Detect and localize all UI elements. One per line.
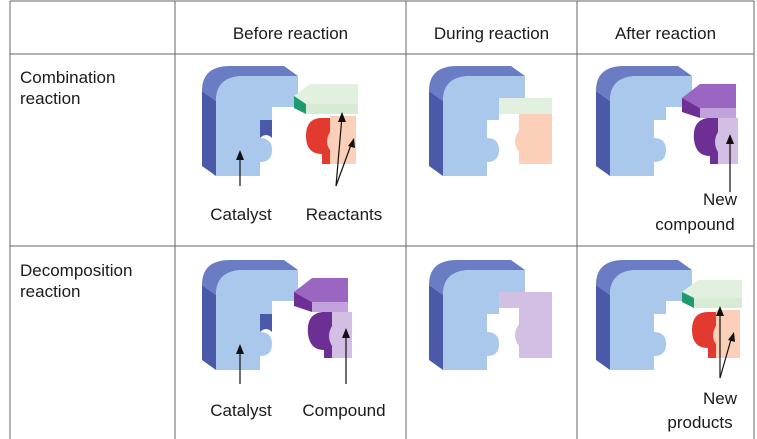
catalyst-shape — [202, 66, 298, 176]
product-arrowhead-2 — [728, 332, 735, 342]
combination-before-illustration — [202, 66, 358, 187]
reactant-arrowhead-2 — [348, 138, 355, 148]
new-products-label-line1: New — [702, 389, 737, 408]
product-arrowhead-1 — [716, 306, 724, 316]
new-compound-label-line2: compound — [655, 215, 735, 234]
reactant-red-shape — [306, 116, 356, 164]
row-label-combination-line1: Combination — [20, 68, 116, 87]
row-label-decomposition: Decomposition reaction — [20, 260, 170, 302]
row-label-decomposition-line1: Decomposition — [20, 261, 133, 280]
catalyst-arrowhead-2 — [236, 344, 244, 354]
header-during-reaction: During reaction — [433, 24, 550, 43]
reactant-arrowhead-1 — [338, 112, 346, 122]
product-green-shape — [682, 280, 742, 308]
reactant-green-shape — [294, 84, 358, 114]
header-before-reaction: Before reaction — [232, 24, 349, 43]
catalyst-label-decomposition: Catalyst — [210, 401, 272, 420]
new-products-label-line2: products — [667, 413, 733, 432]
catalyst-arrowhead — [236, 150, 244, 160]
header-after-reaction: After reaction — [614, 24, 717, 43]
combination-after-illustration — [596, 66, 738, 192]
compound-arrowhead — [342, 328, 350, 338]
row-label-combination-line2: reaction — [20, 89, 81, 108]
row-label-combination: Combination reaction — [20, 67, 170, 109]
row-label-decomposition-line2: reaction — [20, 282, 81, 301]
product-arrow-2 — [719, 335, 733, 379]
new-compound-arrowhead — [726, 134, 734, 144]
decomposition-during-illustration — [429, 260, 552, 370]
reactant-arrow-2 — [335, 141, 353, 187]
decomposition-after-illustration — [596, 260, 742, 379]
decomposition-before-illustration — [202, 260, 352, 384]
reactants-label: Reactants — [305, 205, 383, 224]
new-compound-shape — [682, 84, 738, 164]
combination-during-illustration — [429, 66, 552, 176]
reactant-arrow-1 — [335, 115, 343, 187]
compound-label: Compound — [302, 401, 386, 420]
new-compound-label-line1: New — [702, 190, 737, 209]
compound-shape — [294, 278, 352, 358]
catalyst-label-combination: Catalyst — [210, 205, 272, 224]
